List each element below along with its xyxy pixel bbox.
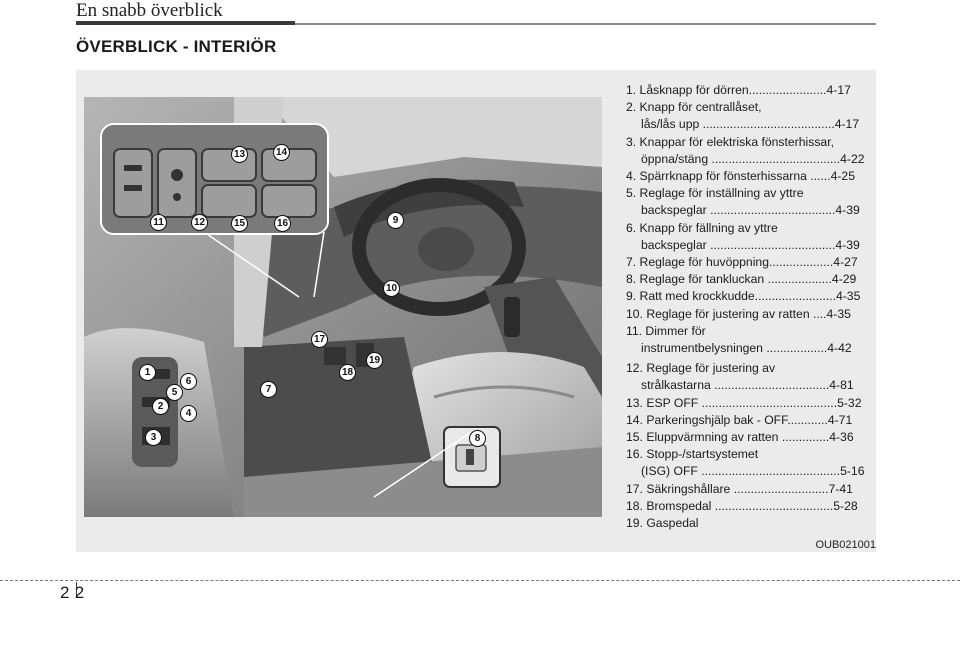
callout-4: 4 (180, 405, 197, 422)
callout-12: 12 (191, 214, 208, 231)
callout-7: 7 (260, 381, 277, 398)
callout-2: 2 (152, 398, 169, 415)
list-item: 13. ESP OFF ............................… (626, 395, 862, 410)
callout-18: 18 (339, 364, 356, 381)
list-item: 9. Ratt med krockkudde..................… (626, 289, 861, 304)
list-item: 1. Låsknapp för dörren..................… (626, 83, 851, 97)
list-item: 19. Gaspedal (626, 516, 699, 531)
header-bar-light (295, 23, 876, 25)
list-item: 4. Spärrknapp för fönsterhissarna ......… (626, 169, 855, 184)
callout-14: 14 (273, 144, 290, 161)
figure-code: OUB021001 (815, 539, 876, 551)
callout-17: 17 (311, 331, 328, 348)
footer-divider (0, 580, 960, 581)
callout-6: 6 (180, 373, 197, 390)
list-item: 15. Eluppvärmning av ratten ............… (626, 430, 854, 445)
list-item: 17. Säkringshållare ....................… (626, 481, 853, 496)
callout-8: 8 (469, 430, 486, 447)
callout-9: 9 (387, 212, 404, 229)
list-item: 14. Parkeringshjälp bak - OFF...........… (626, 412, 853, 427)
callout-19: 19 (366, 352, 383, 369)
list-item: 8. Reglage för tankluckan ..............… (626, 272, 857, 287)
list-item: 7. Reglage för huvöppning...............… (626, 255, 858, 270)
list-item: 18. Bromspedal .........................… (626, 498, 858, 513)
callout-1: 1 (139, 364, 156, 381)
list-item: 2. Knapp för centrallåset,lås/lås upp ..… (626, 100, 860, 132)
callout-16: 16 (274, 215, 291, 232)
list-item: 3. Knappar för elektriska fönsterhissar,… (626, 134, 865, 166)
callout-13: 13 (231, 146, 248, 163)
callout-5: 5 (166, 384, 183, 401)
callout-15: 15 (231, 215, 248, 232)
callout-3: 3 (145, 429, 162, 446)
callout-11: 11 (150, 214, 167, 231)
list-item: 10. Reglage för justering av ratten ....… (626, 306, 851, 321)
switch-panel-inset (100, 123, 329, 235)
list-item: 16. Stopp-/startsystemet(ISG) OFF ......… (626, 447, 865, 479)
callout-10: 10 (383, 280, 400, 297)
section-title: ÖVERBLICK - INTERIÖR (76, 37, 277, 56)
header-bar-dark (76, 21, 295, 25)
page-number: 2 2 (60, 583, 85, 602)
page-number-separator (76, 582, 77, 596)
interior-index-list: 1. Låsknapp för dörren..................… (626, 82, 866, 532)
chapter-title: En snabb överblick (76, 0, 223, 21)
